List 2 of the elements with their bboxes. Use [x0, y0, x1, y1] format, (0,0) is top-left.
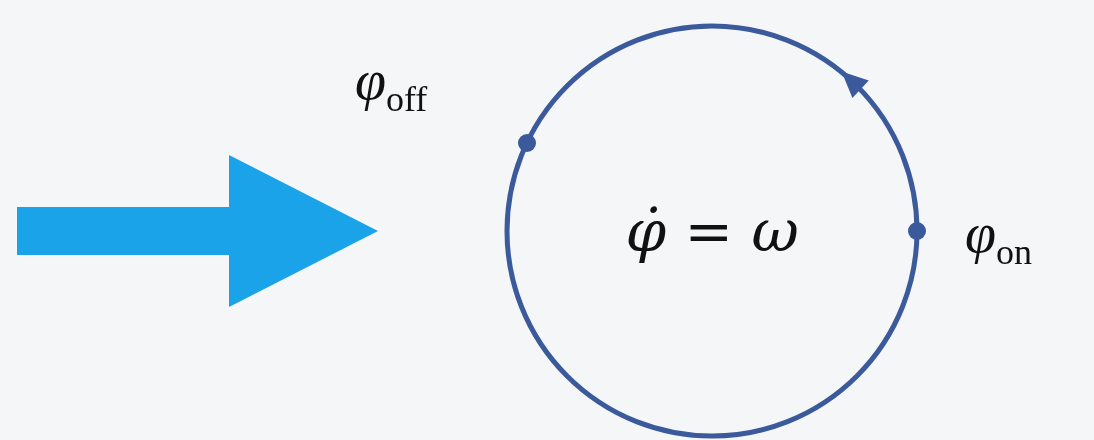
phase-label: φ$_{on}$ — [965, 205, 1032, 271]
phase-label: φ$_{off}$ — [355, 52, 428, 118]
